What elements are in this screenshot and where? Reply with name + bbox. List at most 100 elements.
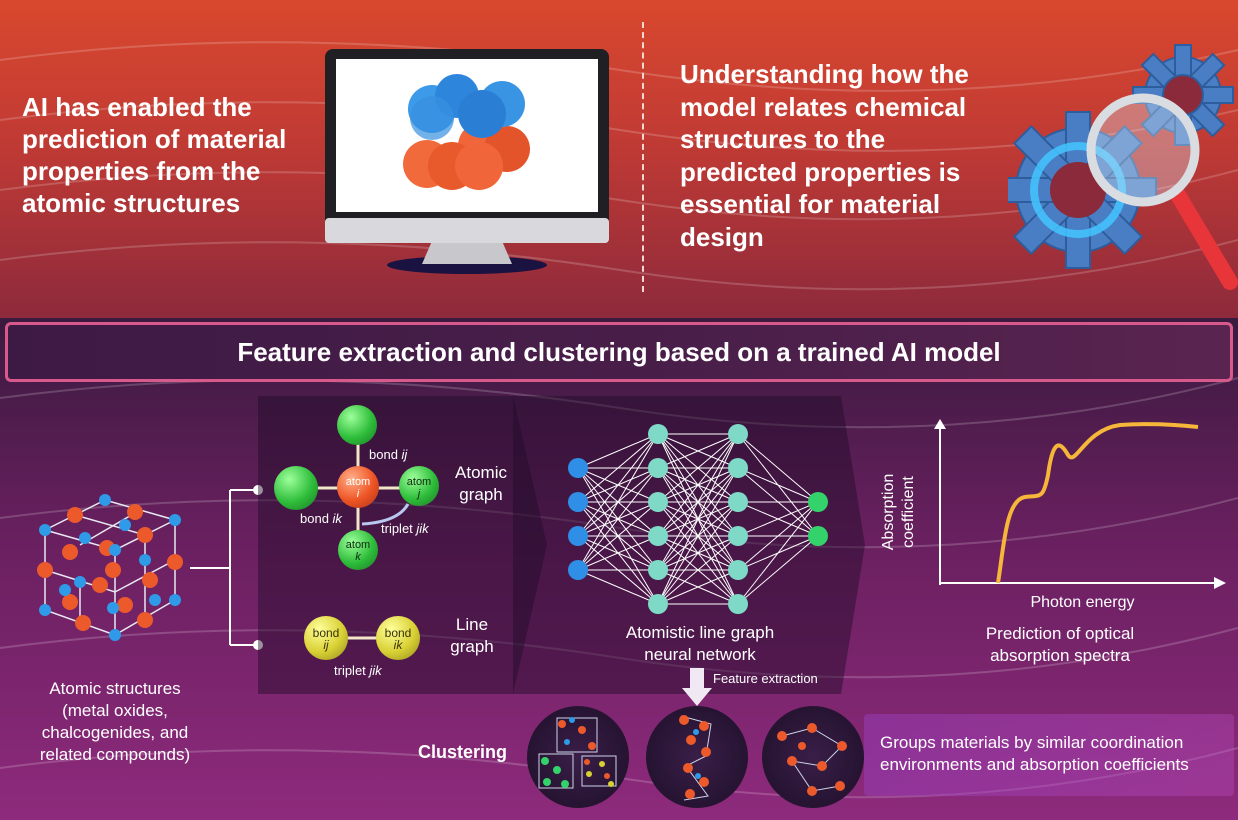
bond-ij-label: bond ij	[369, 447, 407, 462]
network-edge	[657, 433, 739, 571]
section-divider	[642, 22, 644, 292]
network-edge	[577, 569, 659, 605]
network-edge	[737, 535, 819, 605]
atom-i-label: atom i	[337, 476, 379, 500]
bond-ij-node-label: bond ij	[304, 627, 348, 651]
bond-index: ij	[323, 638, 329, 652]
label-line: graph	[450, 637, 494, 656]
label-index: ij	[401, 447, 408, 462]
network-edge	[577, 433, 659, 469]
label-line: Line	[455, 615, 489, 634]
network-node	[648, 526, 668, 546]
bond-ij-node	[304, 616, 348, 660]
atom-node	[274, 466, 318, 510]
cluster-circle-1	[527, 706, 629, 808]
caption-line: Atomistic line graph	[625, 623, 775, 642]
atom-index: i	[356, 488, 360, 500]
label-text: bond	[300, 511, 333, 526]
computer-monitor-icon	[325, 49, 609, 274]
network-node	[728, 594, 748, 614]
caption-line: (metal oxides,	[62, 701, 168, 720]
label-index: jik	[416, 521, 429, 536]
clustering-note-text: Groups materials by similar coordination…	[880, 732, 1189, 776]
feature-extraction-label: Feature extraction	[713, 671, 818, 686]
bond-word: bond	[384, 626, 412, 640]
caption-line: chalcogenides, and	[41, 723, 189, 742]
intro-text-right: Understanding how the model relates chem…	[680, 59, 969, 252]
network-edge	[657, 433, 739, 605]
ylabel-line: Absorption	[880, 473, 897, 551]
intro-text-left: AI has enabled the prediction of materia…	[22, 92, 287, 218]
banner-title: Feature extraction and clustering based …	[237, 337, 1001, 367]
network-node	[728, 458, 748, 478]
network-node	[808, 526, 828, 546]
atom-k-node	[338, 530, 378, 570]
network-edge	[657, 433, 739, 503]
title-banner: Feature extraction and clustering based …	[5, 322, 1233, 382]
atom-index: k	[355, 551, 361, 563]
gears-magnifier-icon	[1008, 44, 1238, 290]
feature-extraction-arrow-icon	[682, 668, 712, 706]
clustering-label: Clustering	[418, 742, 508, 762]
network-node	[648, 424, 668, 444]
network-edge	[737, 467, 819, 503]
network-node	[728, 526, 748, 546]
atomic-graph-label: Atomic graph	[446, 462, 516, 506]
atom-k-label: atom k	[338, 539, 378, 563]
network-caption: Atomistic line graph neural network	[590, 622, 810, 666]
atom-j-node	[399, 466, 439, 506]
label-text: triplet	[381, 521, 417, 536]
atom-index: j	[417, 488, 421, 500]
branch-connector	[190, 485, 263, 650]
caption-line: Prediction of optical	[985, 624, 1135, 643]
bond-ik-node-label: bond ik	[376, 627, 420, 651]
network-edge	[577, 535, 659, 571]
clustering-note: Groups materials by similar coordination…	[864, 714, 1234, 796]
cluster-structures-icon	[777, 723, 847, 796]
network-panel-arrow	[841, 396, 865, 694]
network-edge	[657, 569, 739, 605]
caption-line: absorption spectra	[990, 646, 1130, 665]
network-node	[808, 492, 828, 512]
atom-j-label: atom j	[399, 476, 439, 500]
label-line: Atomic	[455, 463, 507, 482]
neural-network-diagram	[568, 424, 828, 614]
caption-line: Atomic structures	[49, 679, 181, 698]
network-edge	[737, 501, 819, 537]
network-node	[648, 560, 668, 580]
cluster-circle-3	[762, 706, 864, 808]
molecule-icon	[403, 74, 530, 190]
network-edge	[657, 433, 739, 537]
atom-node	[337, 405, 377, 445]
cluster-structures-icon	[538, 717, 617, 789]
bond-ik-node	[376, 616, 420, 660]
network-edge	[737, 501, 819, 605]
line-graph-label: Line graph	[442, 614, 502, 658]
photon-energy-label: Photon energy	[1030, 594, 1135, 611]
network-edge	[577, 433, 659, 571]
atom-word: atom	[406, 476, 432, 488]
network-node	[648, 458, 668, 478]
label-index: jik	[369, 663, 382, 678]
network-edge	[657, 433, 739, 469]
network-edge	[577, 467, 659, 571]
network-edge	[577, 501, 659, 571]
label-line: graph	[459, 485, 503, 504]
atomic-structures-caption: Atomic structures (metal oxides, chalcog…	[10, 678, 220, 766]
caption-line: related compounds)	[39, 745, 191, 764]
note-line: environments and absorption coefficients	[880, 755, 1189, 774]
network-node	[568, 458, 588, 478]
crystal-structure-icon	[37, 494, 183, 641]
line-triplet-label: triplet jik	[334, 663, 382, 678]
network-node	[568, 492, 588, 512]
triplet-jik-label: triplet jik	[381, 521, 429, 536]
network-node	[648, 492, 668, 512]
network-node	[568, 526, 588, 546]
atom-word: atom	[345, 476, 371, 488]
spectrum-caption: Prediction of optical absorption spectra	[955, 623, 1165, 667]
note-line: Groups materials by similar coordination	[880, 733, 1184, 752]
ylabel-rotated: Absorption coefficient	[879, 467, 919, 557]
network-node	[728, 492, 748, 512]
label-text: bond	[369, 447, 402, 462]
bond-word: bond	[312, 626, 340, 640]
